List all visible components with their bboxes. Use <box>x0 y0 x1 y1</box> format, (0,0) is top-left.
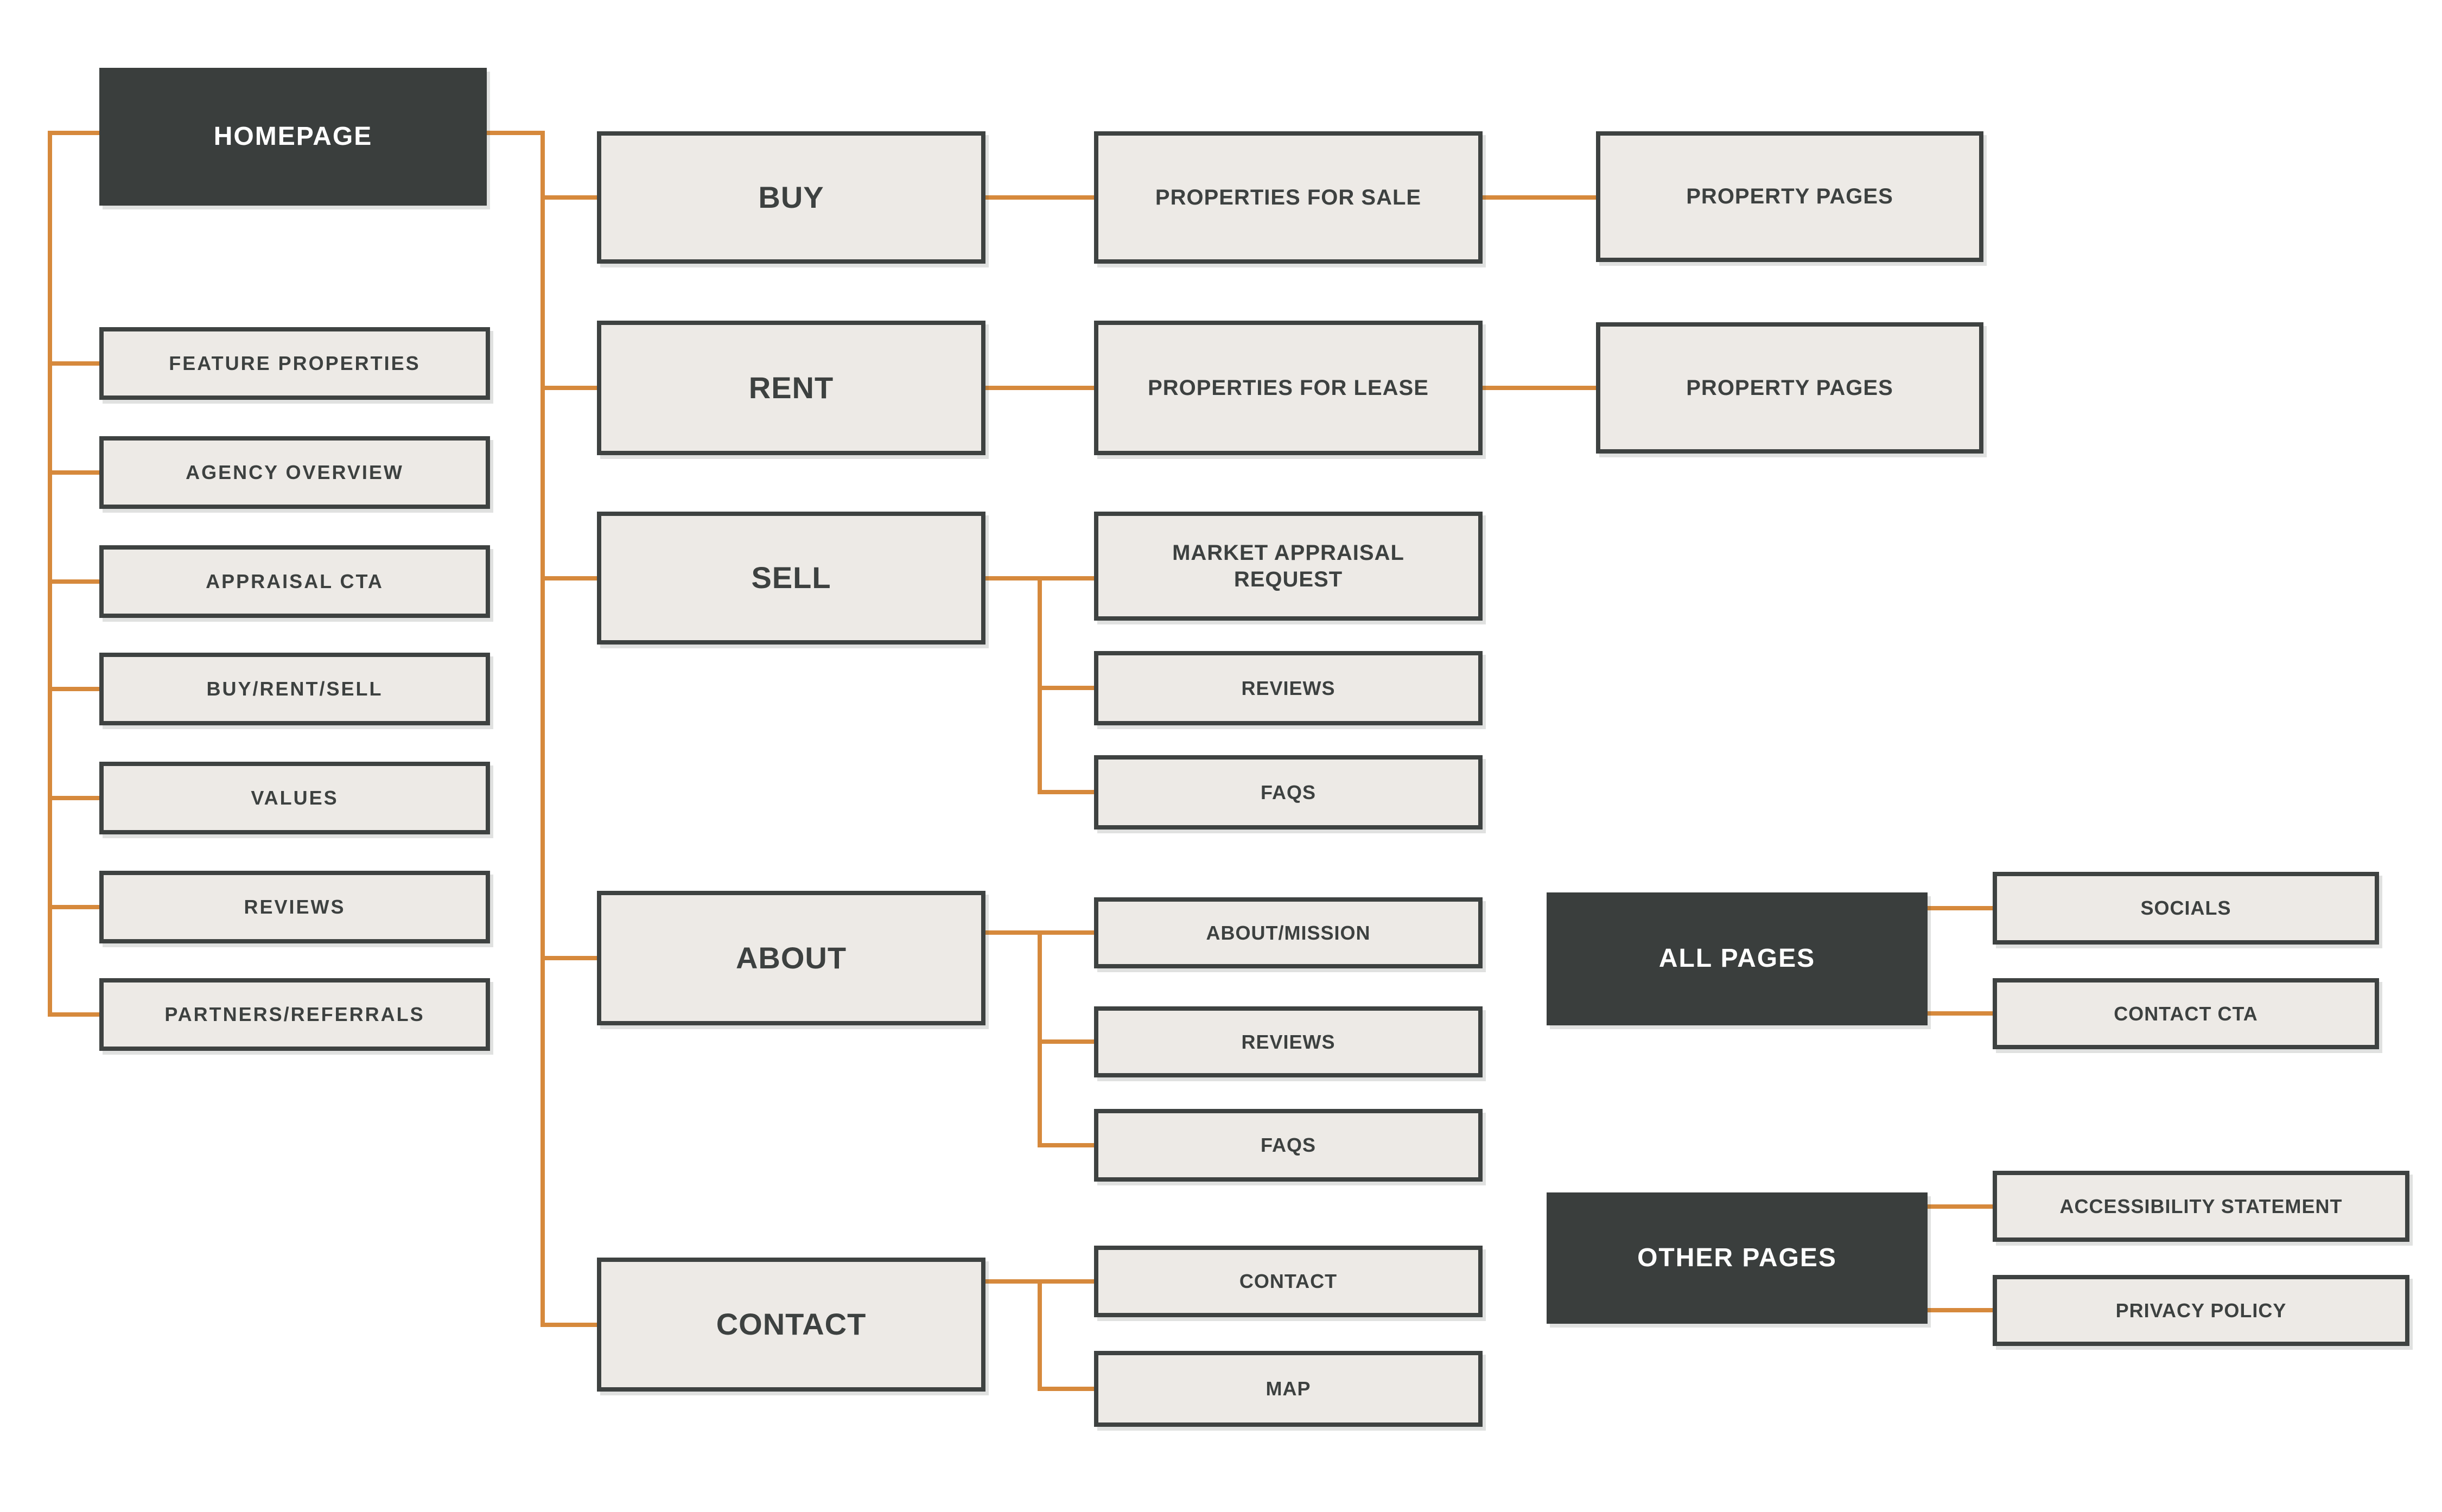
node-sell: SELL <box>597 512 985 645</box>
node-label: SELL <box>751 560 831 595</box>
node-label: REVIEWS <box>1241 677 1336 699</box>
node-label: MARKET APPRAISAL REQUEST <box>1172 540 1404 591</box>
node-label: FEATURE PROPERTIES <box>169 352 421 375</box>
node-reviews-home: REVIEWS <box>99 871 490 943</box>
node-label: BUY/RENT/SELL <box>206 678 383 700</box>
connector-line <box>543 386 597 390</box>
node-label: OTHER PAGES <box>1637 1243 1837 1272</box>
connector-line <box>543 195 597 200</box>
node-label: ABOUT <box>735 940 847 975</box>
node-label: FAQS <box>1260 1134 1316 1157</box>
node-faqs-sell: FAQS <box>1094 755 1483 830</box>
node-label: CONTACT <box>716 1307 867 1342</box>
connector-line <box>543 1323 597 1327</box>
node-label: REVIEWS <box>244 896 346 918</box>
node-contact-cta: CONTACT CTA <box>1993 978 2379 1049</box>
node-label: CONTACT CTA <box>2114 1002 2258 1025</box>
connector-line <box>50 579 99 584</box>
connector-line <box>1040 1039 1094 1044</box>
node-label: PROPERTY PAGES <box>1686 375 1893 400</box>
node-label: PARTNERS/REFERRALS <box>164 1003 425 1026</box>
node-reviews-about: REVIEWS <box>1094 1006 1483 1077</box>
node-label: MAP <box>1265 1377 1311 1400</box>
node-about-mission: ABOUT/MISSION <box>1094 897 1483 968</box>
connector-line <box>50 796 99 800</box>
node-label: CONTACT <box>1239 1270 1338 1293</box>
node-label: VALUES <box>251 787 339 809</box>
connector-line <box>1928 1204 1993 1209</box>
node-buy: BUY <box>597 131 985 264</box>
node-partners-referrals: PARTNERS/REFERRALS <box>99 978 490 1051</box>
node-property-pages-rent: PROPERTY PAGES <box>1596 322 1983 454</box>
node-label: PROPERTIES FOR SALE <box>1155 185 1422 209</box>
node-label: SOCIALS <box>2140 897 2231 920</box>
connector-line <box>487 131 543 135</box>
node-other-pages: OTHER PAGES <box>1547 1192 1928 1324</box>
connector-line <box>1040 790 1094 794</box>
node-label: ACCESSIBILITY STATEMENT <box>2059 1195 2343 1217</box>
node-agency-overview: AGENCY OVERVIEW <box>99 436 490 509</box>
node-label: PROPERTY PAGES <box>1686 184 1893 209</box>
connector-line <box>543 956 597 960</box>
connector-line <box>1040 686 1094 690</box>
node-properties-for-lease: PROPERTIES FOR LEASE <box>1094 321 1483 455</box>
connector-line <box>1483 386 1596 390</box>
node-reviews-sell: REVIEWS <box>1094 651 1483 725</box>
node-contact: CONTACT <box>597 1258 985 1392</box>
node-appraisal-cta: APPRAISAL CTA <box>99 545 490 618</box>
connector-line <box>50 131 99 135</box>
node-homepage: HOMEPAGE <box>99 68 487 206</box>
node-label: ABOUT/MISSION <box>1206 921 1371 944</box>
node-label: PRIVACY POLICY <box>2115 1299 2287 1322</box>
node-label: RENT <box>748 370 834 405</box>
connector-line <box>48 131 52 1017</box>
connector-line <box>1928 906 1993 910</box>
node-map: MAP <box>1094 1351 1483 1427</box>
node-all-pages: ALL PAGES <box>1547 892 1928 1025</box>
node-property-pages-buy: PROPERTY PAGES <box>1596 131 1983 262</box>
node-accessibility-statement: ACCESSIBILITY STATEMENT <box>1993 1171 2409 1242</box>
connector-line <box>1038 576 1042 794</box>
node-rent: RENT <box>597 321 985 455</box>
node-label: REVIEWS <box>1241 1030 1336 1053</box>
connector-line <box>1928 1308 1993 1312</box>
node-about: ABOUT <box>597 891 985 1025</box>
connector-line <box>540 131 545 1327</box>
connector-line <box>543 576 597 580</box>
node-label: AGENCY OVERVIEW <box>186 461 404 484</box>
node-label: PROPERTIES FOR LEASE <box>1148 375 1429 400</box>
node-label: HOMEPAGE <box>213 122 373 151</box>
node-market-appraisal-request: MARKET APPRAISAL REQUEST <box>1094 512 1483 621</box>
connector-line <box>50 361 99 366</box>
node-label: FAQS <box>1260 781 1316 803</box>
node-feature-properties: FEATURE PROPERTIES <box>99 327 490 400</box>
connector-line <box>50 1012 99 1017</box>
connector-line <box>1040 1387 1094 1391</box>
connector-line <box>50 905 99 909</box>
node-buy-rent-sell: BUY/RENT/SELL <box>99 653 490 725</box>
connector-line <box>1483 195 1596 200</box>
connector-line <box>1038 1279 1042 1391</box>
node-faqs-about: FAQS <box>1094 1109 1483 1182</box>
node-privacy-policy: PRIVACY POLICY <box>1993 1275 2409 1346</box>
node-label: ALL PAGES <box>1658 944 1816 973</box>
connector-line <box>50 687 99 691</box>
node-properties-for-sale: PROPERTIES FOR SALE <box>1094 131 1483 264</box>
node-label: APPRAISAL CTA <box>206 570 384 593</box>
connector-line <box>50 470 99 475</box>
node-contact-page: CONTACT <box>1094 1246 1483 1317</box>
node-socials: SOCIALS <box>1993 872 2379 945</box>
node-values: VALUES <box>99 762 490 834</box>
connector-line <box>1928 1011 1993 1016</box>
node-label: BUY <box>758 180 824 214</box>
connector-line <box>1038 930 1042 1147</box>
connector-line <box>1040 1143 1094 1147</box>
connector-line <box>985 195 1094 200</box>
connector-line <box>985 386 1094 390</box>
